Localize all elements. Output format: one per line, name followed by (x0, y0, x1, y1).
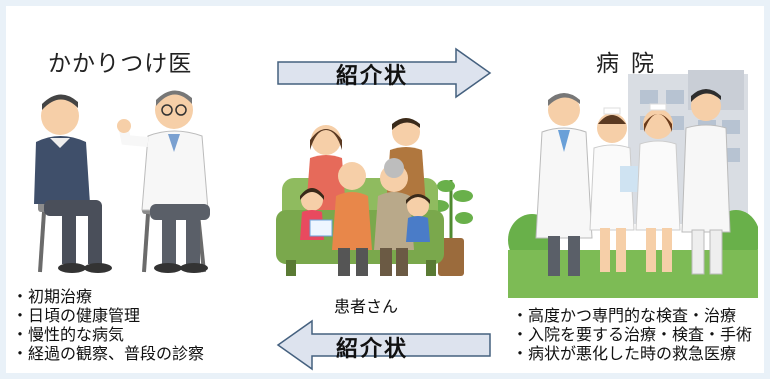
list-item: 経過の観察、普段の診察 (12, 344, 204, 363)
referral-label-bottom: 紹介状 (336, 337, 409, 362)
referral-label-top: 紹介状 (336, 64, 409, 89)
referral-arrow-right (277, 47, 492, 99)
list-item: 日頃の健康管理 (12, 306, 204, 325)
list-item: 初期治療 (12, 287, 204, 306)
patient-caption: 患者さん (334, 297, 399, 316)
clinic-role-list: 初期治療 日頃の健康管理 慢性的な病気 経過の観察、普段の診察 (12, 287, 204, 363)
hospital-title: 病院 (596, 51, 666, 77)
list-item: 入院を要する治療・検査・手術 (512, 325, 752, 344)
list-item: 慢性的な病気 (12, 325, 204, 344)
clinic-doctor-illustration (34, 90, 210, 273)
list-item: 病状が悪化した時の救急医療 (512, 344, 752, 363)
clinic-title: かかりつけ医 (48, 51, 193, 77)
list-item: 高度かつ専門的な検査・治療 (512, 306, 752, 325)
hospital-role-list: 高度かつ専門的な検査・治療 入院を要する治療・検査・手術 病状が悪化した時の救急… (512, 306, 752, 363)
hospital-staff-illustration (508, 70, 758, 298)
referral-arrow-left (276, 319, 491, 371)
patient-family-illustration (276, 118, 473, 276)
